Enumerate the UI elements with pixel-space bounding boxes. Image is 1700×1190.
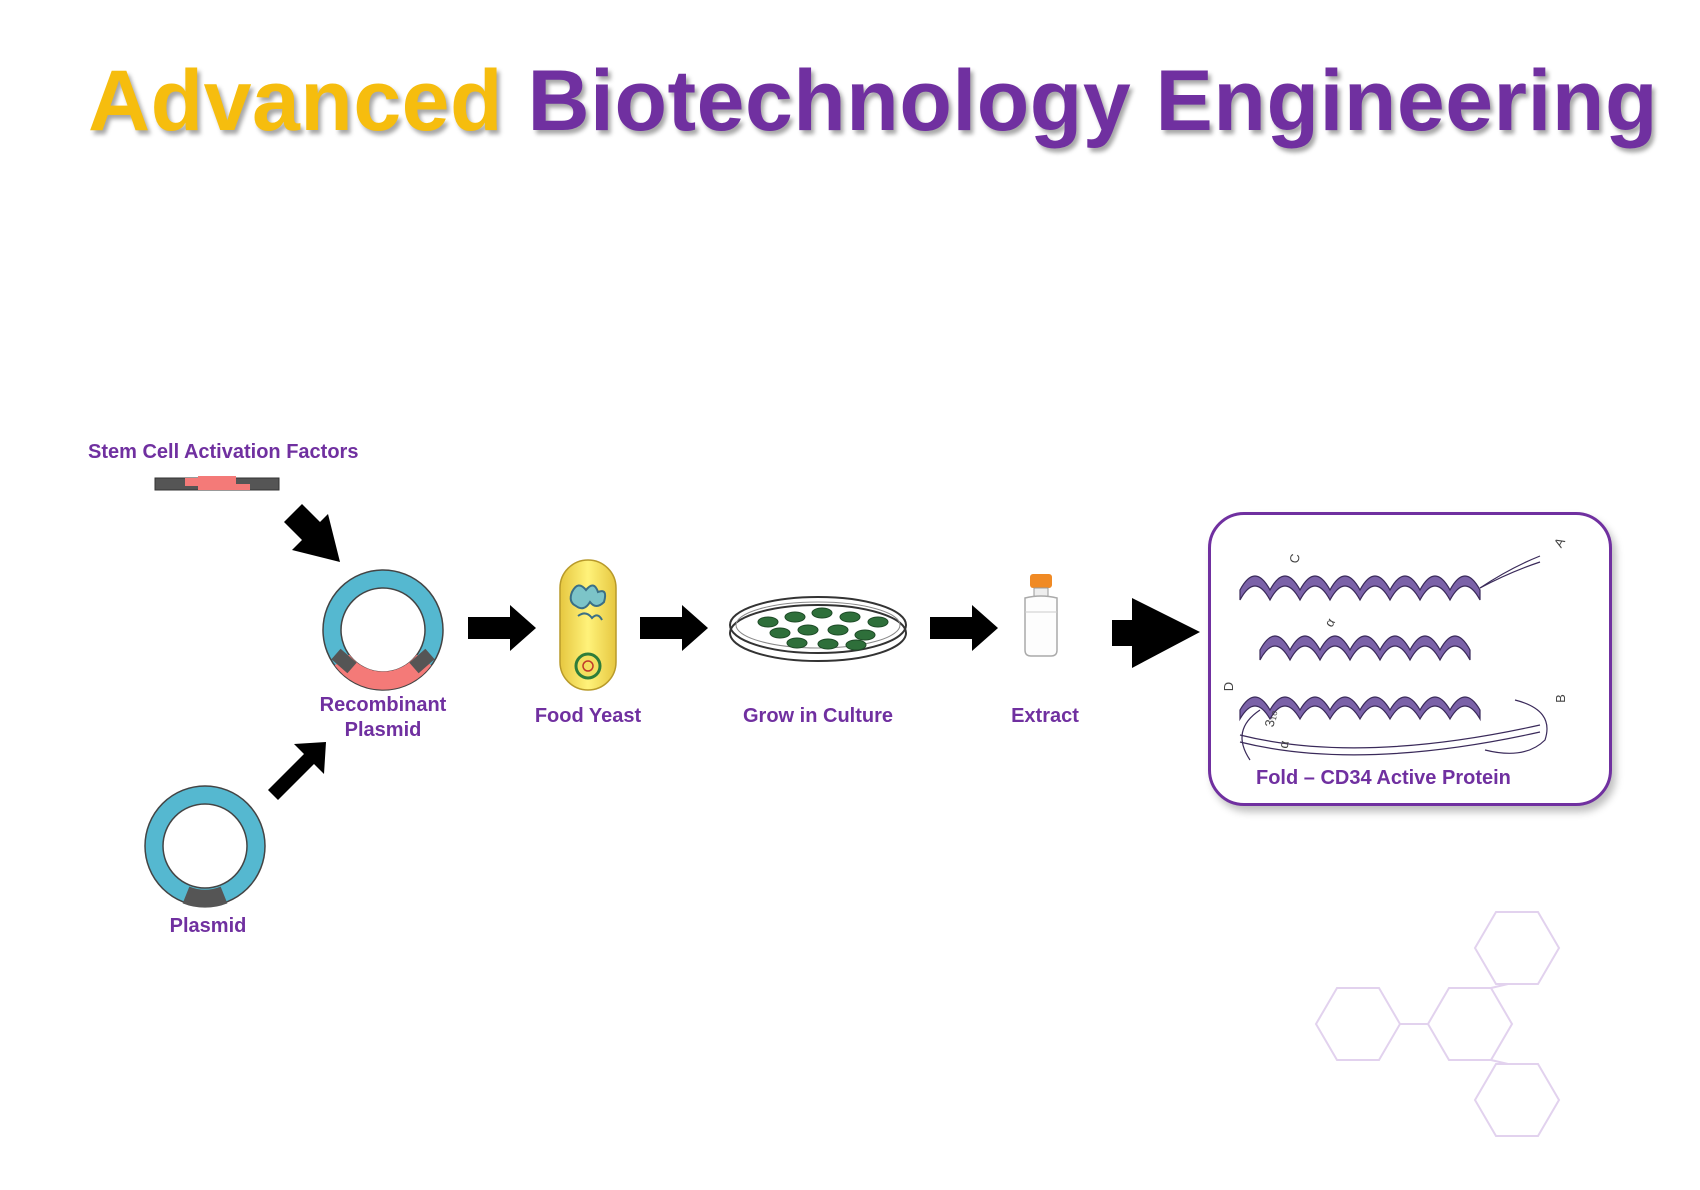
arrow-to-protein <box>1112 598 1200 668</box>
label-stem-cell-activation-factors: Stem Cell Activation Factors <box>88 441 359 463</box>
label-plasmid: Plasmid <box>169 915 247 937</box>
page-title: Advanced Biotechnology Engineering <box>88 52 1658 151</box>
arrow-to-yeast <box>468 605 536 651</box>
label-food-yeast: Food Yeast <box>534 705 642 727</box>
label-grow-in-culture: Grow in Culture <box>743 705 893 727</box>
title-word-advanced: Advanced <box>88 53 504 149</box>
factor-gene-segment <box>154 476 280 491</box>
protein-panel <box>1208 512 1612 806</box>
recombinant-plasmid-graphic <box>322 569 444 691</box>
extract-vial-graphic <box>1024 574 1058 657</box>
arrow-factor-to-recombinant <box>284 504 340 562</box>
arrow-to-culture <box>640 605 708 651</box>
protein-ribbon-graphic <box>1239 555 1548 761</box>
hexagon-molecule-decoration <box>1314 911 1561 1137</box>
yeast-cell-graphic <box>559 559 617 691</box>
arrow-plasmid-to-recombinant <box>268 742 326 800</box>
label-recombinant-line2: Plasmid <box>344 719 422 741</box>
protein-marker-b: B <box>1552 694 1568 703</box>
label-recombinant-line1: Recombinant <box>319 694 447 716</box>
protein-marker-d: D <box>1221 681 1237 692</box>
label-recombinant-plasmid: Recombinant Plasmid <box>300 693 466 743</box>
petri-dish-graphic <box>729 596 907 662</box>
label-extract: Extract <box>1011 705 1079 727</box>
label-cd34-active-protein: Fold – CD34 Active Protein <box>1256 767 1511 789</box>
arrow-to-extract <box>930 605 998 651</box>
plasmid-graphic <box>144 785 266 908</box>
title-word-rest: Biotechnology Engineering <box>527 53 1658 149</box>
